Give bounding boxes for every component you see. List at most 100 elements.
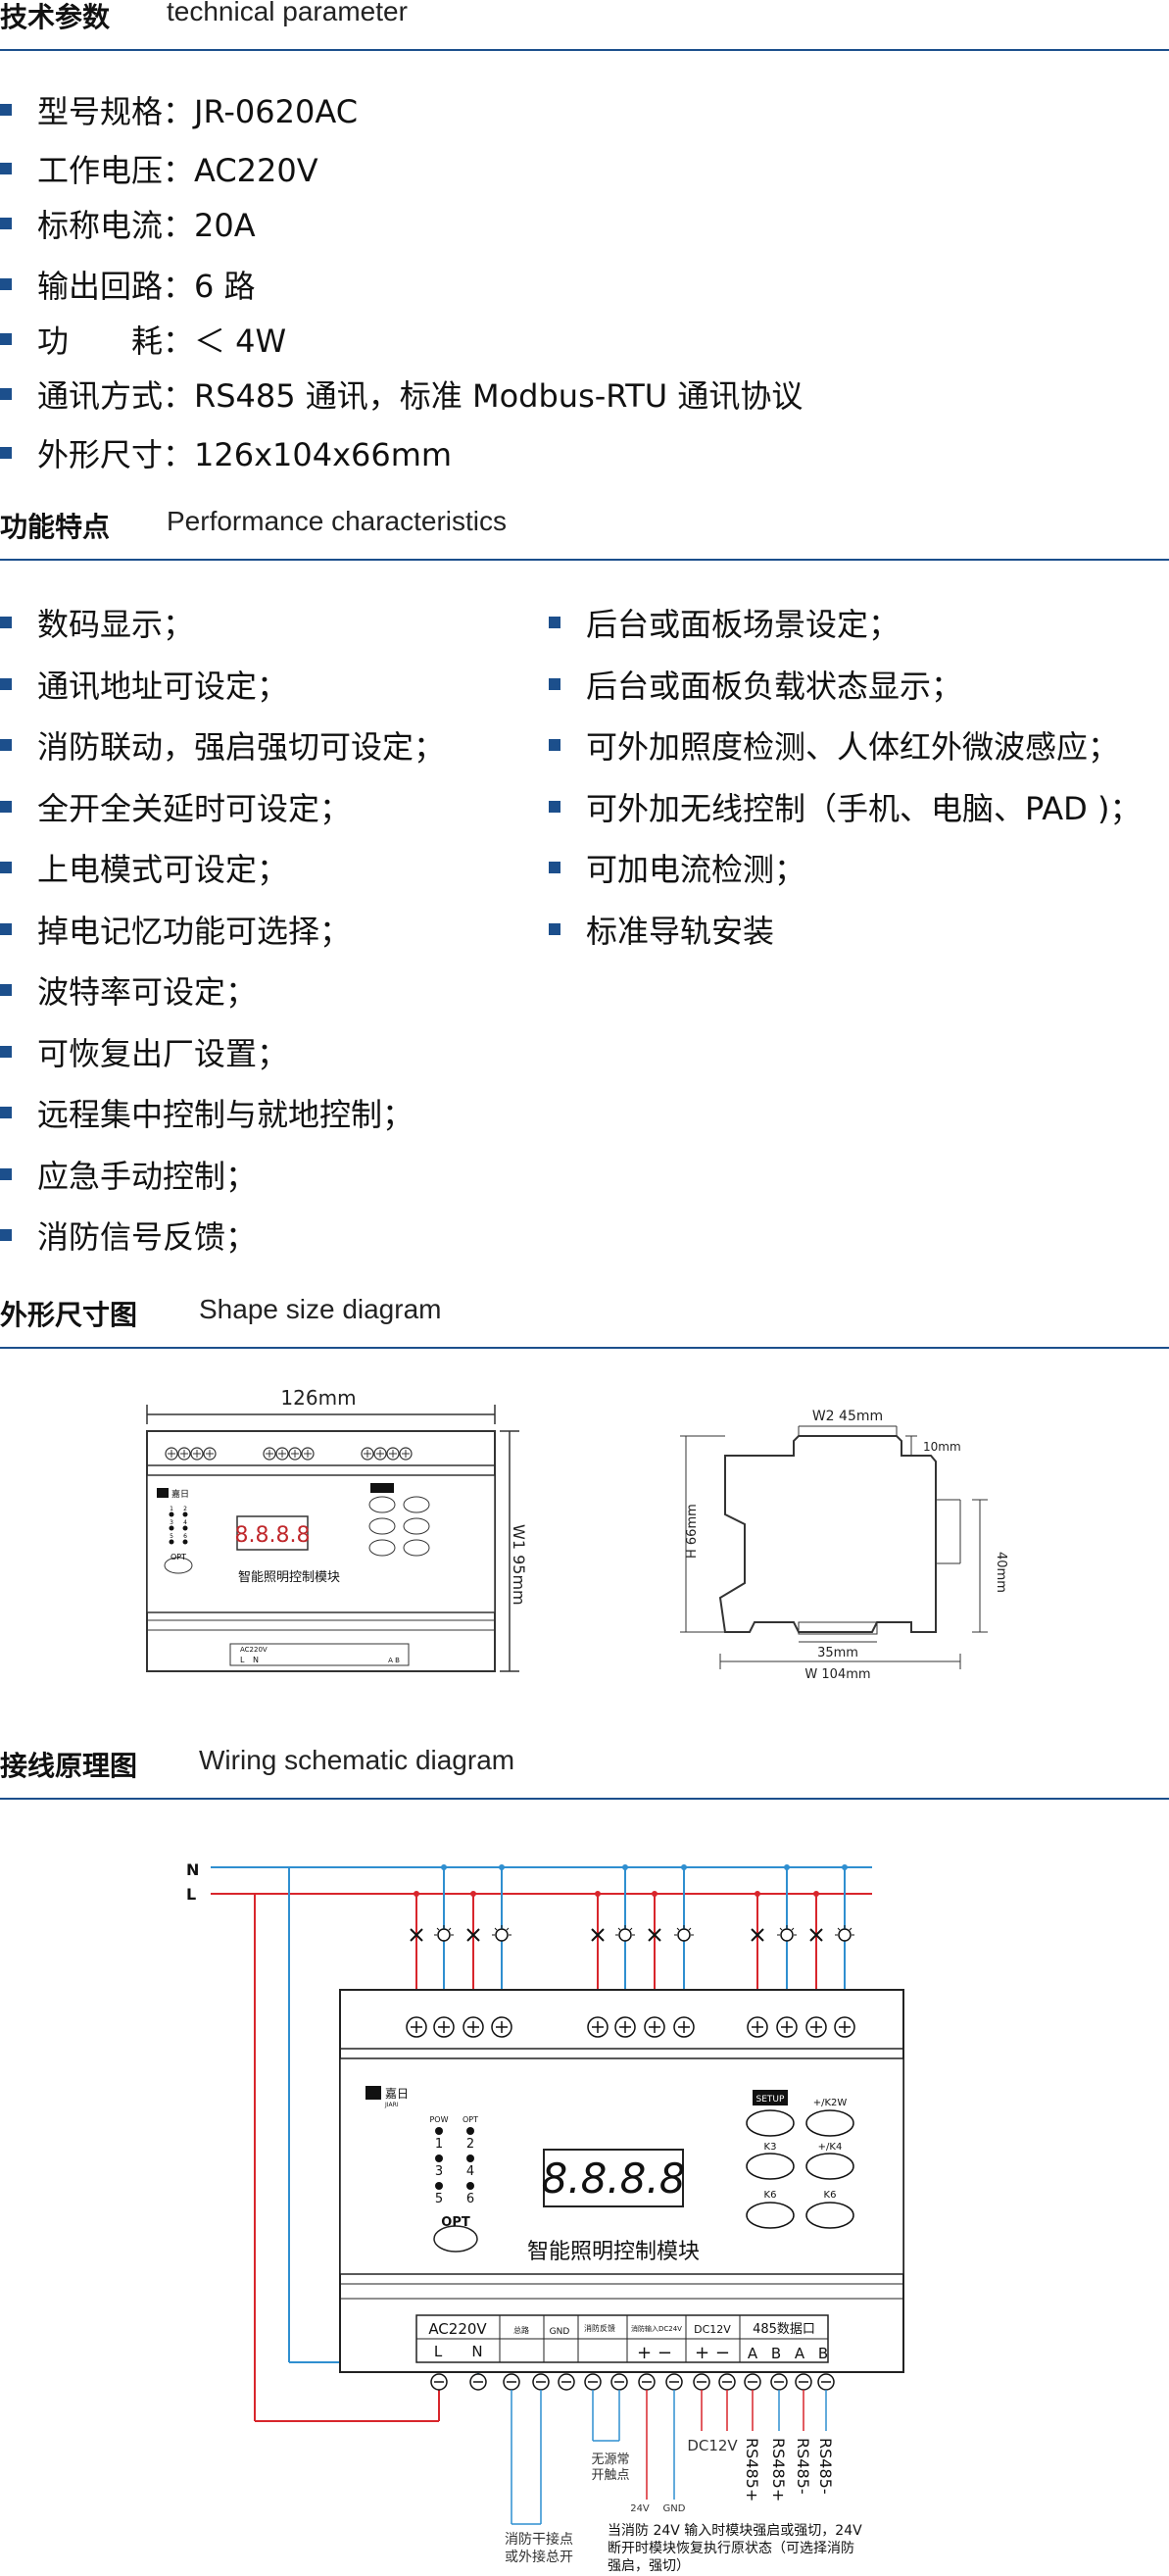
top-terminals bbox=[165, 1447, 413, 1461]
svg-text:+ −: + − bbox=[695, 2343, 730, 2363]
section-rule bbox=[0, 1347, 1169, 1349]
led-number: 1 bbox=[435, 2137, 443, 2152]
passive-contact-note: 无源常开触点 bbox=[591, 2452, 629, 2483]
brand-text: 嘉日 bbox=[385, 2087, 409, 2101]
key-button bbox=[368, 1539, 396, 1557]
key-label: K6 bbox=[824, 2190, 837, 2201]
h-label: H 66mm bbox=[685, 1504, 700, 1559]
v24-label: 24V bbox=[630, 2503, 650, 2514]
ab-label: A bbox=[795, 2345, 805, 2362]
width-dimension-label: 126mm bbox=[280, 1386, 356, 1410]
key-label: K3 bbox=[764, 2142, 777, 2153]
l-line-label: L bbox=[186, 1885, 196, 1904]
height-dimension-label: W1 95mm bbox=[510, 1524, 528, 1606]
bullet-icon bbox=[549, 800, 560, 813]
rs485-label: RS485- bbox=[794, 2438, 812, 2495]
side-view-diagram: W2 45mm H 66mm 10mm 40mm 35mm W 104mm bbox=[680, 1409, 1008, 1681]
bullet-icon bbox=[0, 1045, 12, 1058]
side-profile bbox=[718, 1435, 937, 1633]
section-rule bbox=[0, 1798, 1169, 1800]
total-label: 总路 bbox=[513, 2325, 529, 2335]
key-button bbox=[403, 1517, 430, 1535]
led bbox=[169, 1539, 174, 1545]
list-item-text: 功 耗：＜ 4W bbox=[37, 322, 287, 360]
w2-label: W2 45mm bbox=[812, 1409, 883, 1424]
bullet-icon bbox=[549, 922, 560, 935]
ac220v-label: AC220V bbox=[428, 2320, 487, 2338]
bullet-icon bbox=[0, 800, 12, 813]
feature-item: 数码显示； bbox=[0, 603, 195, 643]
list-item-text: 数码显示； bbox=[37, 606, 195, 643]
bottom-terminals bbox=[430, 2373, 835, 2525]
led-number: 5 bbox=[435, 2192, 443, 2206]
tech-param-item: 标称电流：20A bbox=[0, 204, 256, 244]
list-item-text: 标准导轨安装 bbox=[586, 912, 775, 950]
digital-display bbox=[543, 2149, 684, 2207]
key-button bbox=[805, 2153, 854, 2180]
led bbox=[435, 2127, 443, 2135]
brand-text: 嘉日 bbox=[171, 1488, 189, 1500]
lamp-icon bbox=[437, 1928, 451, 1942]
brand-sub-text: JIARI bbox=[384, 2102, 399, 2108]
list-item-text: 可加电流检测； bbox=[586, 851, 806, 888]
rs485-label: RS485+ bbox=[769, 2438, 788, 2502]
display-digits: 8.8.8.8 bbox=[542, 2155, 686, 2203]
list-item-text: 可外加照度检测、人体红外微波感应； bbox=[586, 728, 1120, 766]
ab-label: B bbox=[818, 2345, 828, 2362]
key-label: K6 bbox=[764, 2190, 777, 2201]
ab-label: B bbox=[771, 2345, 781, 2362]
led-number: 5 bbox=[170, 1533, 173, 1540]
tech-param-item: 工作电压：AC220V bbox=[0, 149, 318, 189]
key-button bbox=[746, 2153, 795, 2180]
display-digits: 8.8.8.8 bbox=[235, 1523, 311, 1548]
list-item-text: 可恢复出厂设置； bbox=[37, 1034, 289, 1072]
led-number: 4 bbox=[183, 1519, 187, 1526]
gnd-wire-label: GND bbox=[663, 2503, 686, 2514]
rs485-label: RS485- bbox=[816, 2438, 835, 2495]
bullet-icon bbox=[549, 677, 560, 690]
port485-label: 485数据口 bbox=[753, 2322, 815, 2337]
tech-param-item: 外形尺寸：126x104x66mm bbox=[0, 433, 452, 473]
led bbox=[466, 2182, 474, 2190]
feature-item: 后台或面板场景设定； bbox=[549, 603, 900, 643]
top-terminal-blocks bbox=[406, 2016, 855, 2038]
brand-logo bbox=[365, 2086, 381, 2100]
rs485-labels: RS485+RS485+RS485-RS485- bbox=[743, 2438, 835, 2502]
setup-badge bbox=[370, 1483, 394, 1493]
section-title-shape: 外形尺寸图 bbox=[0, 1299, 138, 1331]
led-number: 4 bbox=[466, 2164, 474, 2179]
led-number: 6 bbox=[183, 1533, 187, 1540]
tech-param-item: 型号规格：JR-0620AC bbox=[0, 90, 359, 130]
led-number: 2 bbox=[466, 2137, 474, 2152]
feature-item: 消防信号反馈； bbox=[0, 1215, 258, 1256]
tech-param-item: 通讯方式：RS485 通讯，标准 Modbus-RTU 通讯协议 bbox=[0, 374, 803, 415]
gnd-label: GND bbox=[550, 2327, 570, 2337]
feature-item: 后台或面板负载状态显示； bbox=[549, 665, 963, 705]
feature-item: 可加电流检测； bbox=[549, 848, 806, 888]
svg-text:N: N bbox=[253, 1656, 259, 1664]
pow-label: POW bbox=[429, 2115, 448, 2124]
key-button bbox=[368, 1496, 396, 1513]
feature-item: 全开全关延时可设定； bbox=[0, 787, 351, 827]
list-item-text: 消防信号反馈； bbox=[37, 1218, 258, 1256]
led-number: 3 bbox=[435, 2164, 443, 2179]
led bbox=[169, 1511, 174, 1517]
list-item-text: 后台或面板负载状态显示； bbox=[586, 667, 963, 705]
bullet-icon bbox=[0, 677, 12, 690]
section-subtitle-shape: Shape size diagram bbox=[199, 1294, 442, 1324]
led bbox=[182, 1511, 188, 1517]
lamp-icon bbox=[495, 1928, 509, 1942]
key-button bbox=[403, 1539, 430, 1557]
list-item-text: 型号规格：JR-0620AC bbox=[37, 93, 359, 130]
ac-label: AC220V bbox=[240, 1646, 268, 1654]
key-button bbox=[746, 2202, 795, 2229]
l-terminal-label: L bbox=[434, 2343, 443, 2360]
bullet-icon bbox=[0, 617, 12, 628]
svg-text:+ −: + − bbox=[637, 2343, 672, 2363]
key-label: +/K2W bbox=[813, 2098, 848, 2108]
feature-item: 通讯地址可设定； bbox=[0, 665, 288, 705]
bottom-terminal-label-strip bbox=[229, 1643, 410, 1666]
bullet-icon bbox=[0, 862, 12, 873]
n-terminal-label: N bbox=[471, 2343, 482, 2360]
